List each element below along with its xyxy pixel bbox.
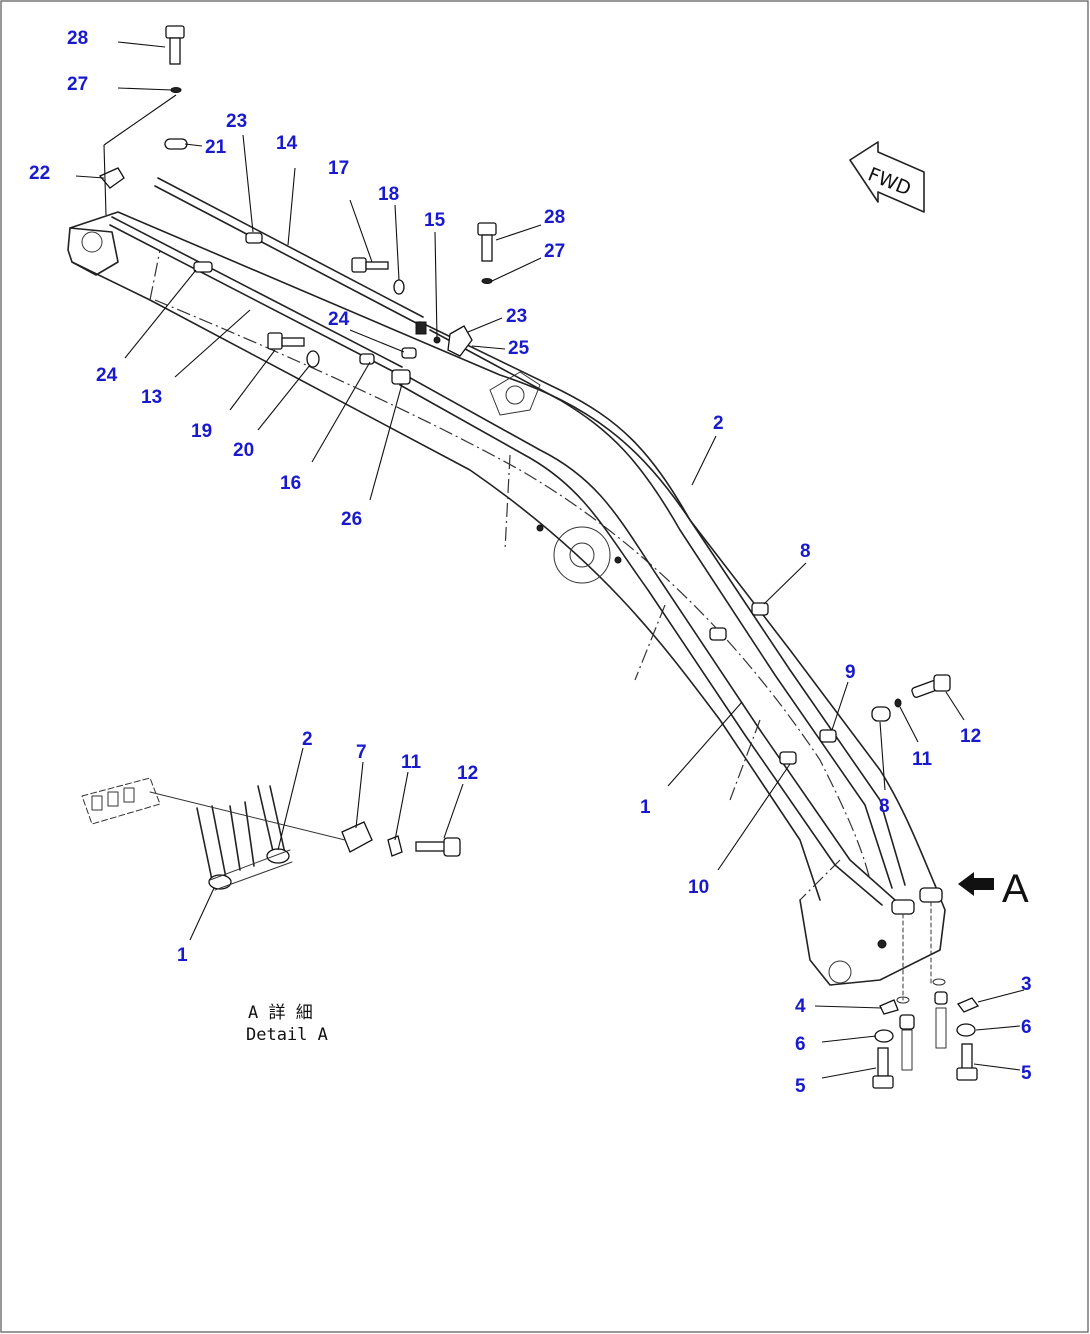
parts xyxy=(98,25,980,1089)
callout-6-left: 6 xyxy=(795,1034,806,1055)
view-a-label: A xyxy=(1002,867,1029,911)
callout-11-right: 11 xyxy=(912,749,933,770)
pipe-13 xyxy=(109,224,401,376)
callout-19: 19 xyxy=(191,421,212,442)
callout-18: 18 xyxy=(378,184,399,205)
callout-3: 3 xyxy=(1021,974,1032,995)
callout-2: 2 xyxy=(713,413,724,434)
callout-12-right: 12 xyxy=(960,726,981,747)
washer-6-left xyxy=(874,1029,894,1043)
detail-callout-2: 2 xyxy=(302,729,313,750)
arm-cylinder-bracket xyxy=(489,371,541,416)
callout-16: 16 xyxy=(280,473,301,494)
callout-26: 26 xyxy=(341,509,362,530)
washer-20 xyxy=(306,350,320,368)
block-15 xyxy=(415,321,427,335)
callout-labels: 28 27 23 14 21 22 17 18 15 28 27 23 25 2… xyxy=(29,28,1032,1097)
clamp-26 xyxy=(391,369,411,385)
bolt-19 xyxy=(267,332,283,350)
pipe-2 xyxy=(419,321,906,886)
callout-24-left: 24 xyxy=(96,365,118,386)
pipe-1 xyxy=(404,374,896,901)
detail-callout-11: 11 xyxy=(401,752,422,773)
detail-washer-11 xyxy=(387,835,403,857)
detail-flange-1 xyxy=(208,874,232,890)
leader-lines xyxy=(75,41,1025,1079)
detail-title-en: Detail A xyxy=(246,1025,328,1045)
fitting-left xyxy=(899,1014,915,1030)
boom-foot-pin xyxy=(81,231,103,253)
bolt-17 xyxy=(351,257,367,273)
callout-22: 22 xyxy=(29,163,50,184)
callout-15: 15 xyxy=(424,210,446,231)
washer-11-right xyxy=(894,698,902,708)
bolt-28-right xyxy=(477,222,497,236)
callout-13: 13 xyxy=(141,387,162,408)
clamp-10 xyxy=(779,751,797,765)
callout-6-right: 6 xyxy=(1021,1017,1032,1038)
bolt-5-left xyxy=(877,1047,889,1077)
clamp-8-upper xyxy=(751,602,769,616)
clamp-16 xyxy=(359,353,375,365)
detail-bolt-12 xyxy=(415,841,447,852)
callout-10: 10 xyxy=(688,877,709,898)
washer-27-right xyxy=(481,278,493,284)
callout-8-right: 8 xyxy=(879,796,890,817)
pipe-14 xyxy=(154,185,421,326)
detail-callout-1: 1 xyxy=(177,945,188,966)
callout-23-right: 23 xyxy=(506,306,527,327)
detail-clamp-7 xyxy=(341,821,373,853)
callout-8-upper: 8 xyxy=(800,541,811,562)
washer-18 xyxy=(393,279,405,295)
clamp-8-right xyxy=(871,706,891,722)
split-flange-3 xyxy=(956,997,980,1013)
flange-pipe-2 xyxy=(919,887,943,903)
detail-callout-7: 7 xyxy=(356,742,367,763)
clamp-9 xyxy=(819,729,837,743)
detail-title-jp: A 詳 細 xyxy=(248,1003,313,1023)
callout-20: 20 xyxy=(233,440,254,461)
callout-24-middle: 24 xyxy=(328,309,350,330)
callout-17: 17 xyxy=(328,158,349,179)
clamp-24-left xyxy=(193,261,213,273)
callout-23-upper: 23 xyxy=(226,111,247,132)
fwd-label: FWD xyxy=(865,163,914,200)
callout-1: 1 xyxy=(640,797,651,818)
flange-pipe-1 xyxy=(891,899,915,915)
fitting-right xyxy=(934,991,948,1005)
callout-28-right: 28 xyxy=(544,207,565,228)
boom-body xyxy=(67,211,946,986)
callout-5-left: 5 xyxy=(795,1076,806,1097)
clamp-23-upper xyxy=(245,232,263,244)
view-a-marker: A xyxy=(958,867,1029,911)
fwd-indicator: FWD xyxy=(849,141,925,213)
boom-tip-pin xyxy=(828,960,852,984)
callout-5-right: 5 xyxy=(1021,1063,1032,1084)
bolt-28-upper xyxy=(165,25,185,39)
boom-tip-hole xyxy=(877,939,887,949)
split-flange-4 xyxy=(879,999,899,1015)
washer-27-upper xyxy=(170,87,182,93)
callout-27-right: 27 xyxy=(544,241,565,262)
detail-a xyxy=(81,777,461,891)
bracket-22 xyxy=(98,167,125,189)
piping xyxy=(109,177,906,906)
callout-27-upper: 27 xyxy=(67,74,88,95)
boom-cylinder-boss xyxy=(553,526,611,584)
callout-14: 14 xyxy=(276,133,298,154)
view-a-arrow xyxy=(958,872,994,896)
detail-callout-12: 12 xyxy=(457,763,478,784)
callout-25: 25 xyxy=(508,338,530,359)
callout-28-upper: 28 xyxy=(67,28,88,49)
callout-4: 4 xyxy=(795,996,806,1017)
callout-21: 21 xyxy=(205,137,227,158)
clamp-23-25 xyxy=(447,325,473,357)
clamp-24-middle xyxy=(401,347,417,359)
callout-9: 9 xyxy=(845,662,856,683)
clamp-21 xyxy=(164,138,188,150)
washer-6-right xyxy=(956,1023,976,1037)
